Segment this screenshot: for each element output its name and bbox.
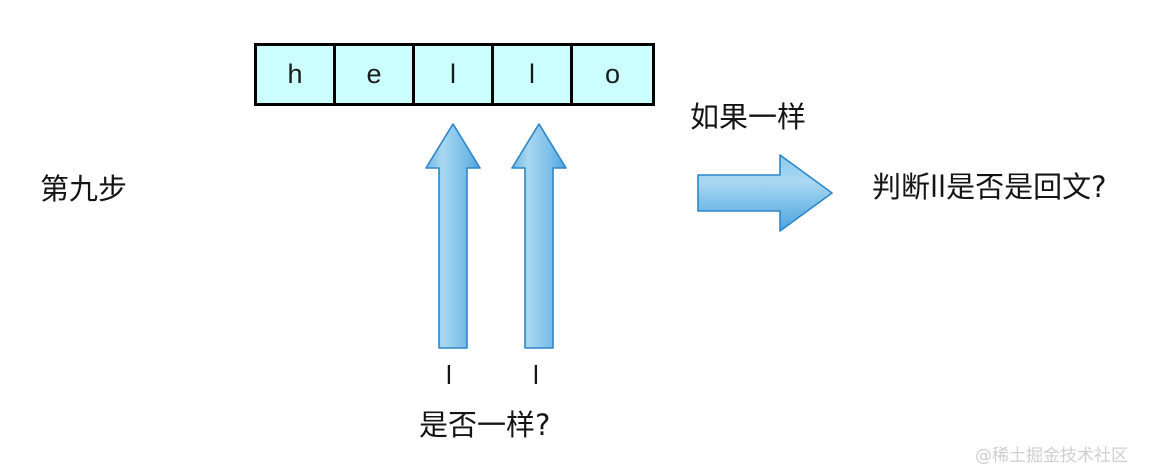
- string-cell: l: [494, 46, 573, 103]
- same-question-label: 是否一样?: [419, 408, 551, 442]
- right-block-arrow: [697, 154, 833, 232]
- pointer-mark-left: l: [446, 360, 452, 390]
- string-cell: h: [257, 46, 336, 103]
- result-label: 判断ll是否是回文?: [872, 170, 1107, 204]
- up-arrow-left-pointer: [425, 123, 481, 349]
- if-same-label: 如果一样: [690, 100, 807, 134]
- up-arrow-right-pointer: [511, 123, 567, 349]
- string-cell: l: [415, 46, 494, 103]
- string-cell: e: [336, 46, 415, 103]
- pointer-mark-right: l: [533, 360, 539, 390]
- watermark: @稀土掘金技术社区: [975, 446, 1128, 466]
- string-cell: o: [573, 46, 652, 103]
- hello-string-table: h e l l o: [254, 43, 655, 106]
- step-label: 第九步: [40, 172, 128, 206]
